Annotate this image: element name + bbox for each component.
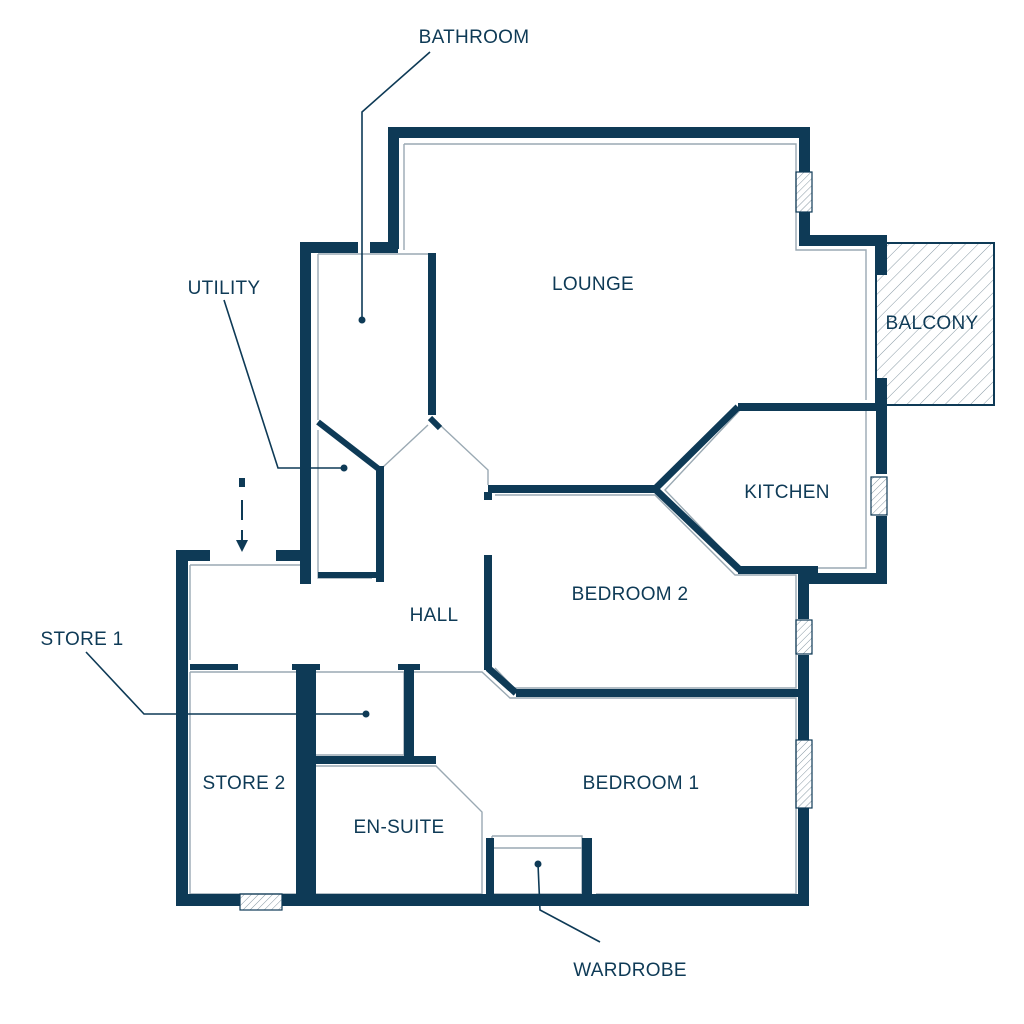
windows — [239, 171, 888, 911]
room-label-kitchen: KITCHEN — [744, 482, 830, 503]
bathroom-leader — [361, 51, 431, 320]
callout-label-wardrobe: WARDROBE — [573, 960, 687, 981]
room-label-store2: STORE 2 — [202, 773, 285, 794]
callout-label-store1: STORE 1 — [40, 629, 123, 650]
callout-label-bathroom: BATHROOM — [419, 27, 530, 48]
room-label-lounge: LOUNGE — [552, 274, 634, 295]
entrance-arrow-icon — [236, 478, 248, 552]
inner-wall-lines — [189, 143, 867, 895]
room-label-bedroom2: BEDROOM 2 — [572, 584, 689, 605]
room-label-balcony: BALCONY — [886, 313, 979, 334]
room-label-hall: HALL — [410, 605, 459, 626]
diagonal-walls — [316, 404, 743, 696]
room-label-ensuite: EN-SUITE — [353, 817, 444, 838]
store1-leader — [85, 651, 366, 715]
outer-walls — [176, 127, 887, 906]
room-label-bedroom1: BEDROOM 1 — [583, 773, 700, 794]
callout-leaders — [85, 51, 601, 943]
utility-leader — [223, 299, 344, 469]
callout-label-utility: UTILITY — [188, 278, 261, 299]
balcony-area — [875, 242, 995, 406]
wardrobe-leader — [537, 863, 601, 943]
